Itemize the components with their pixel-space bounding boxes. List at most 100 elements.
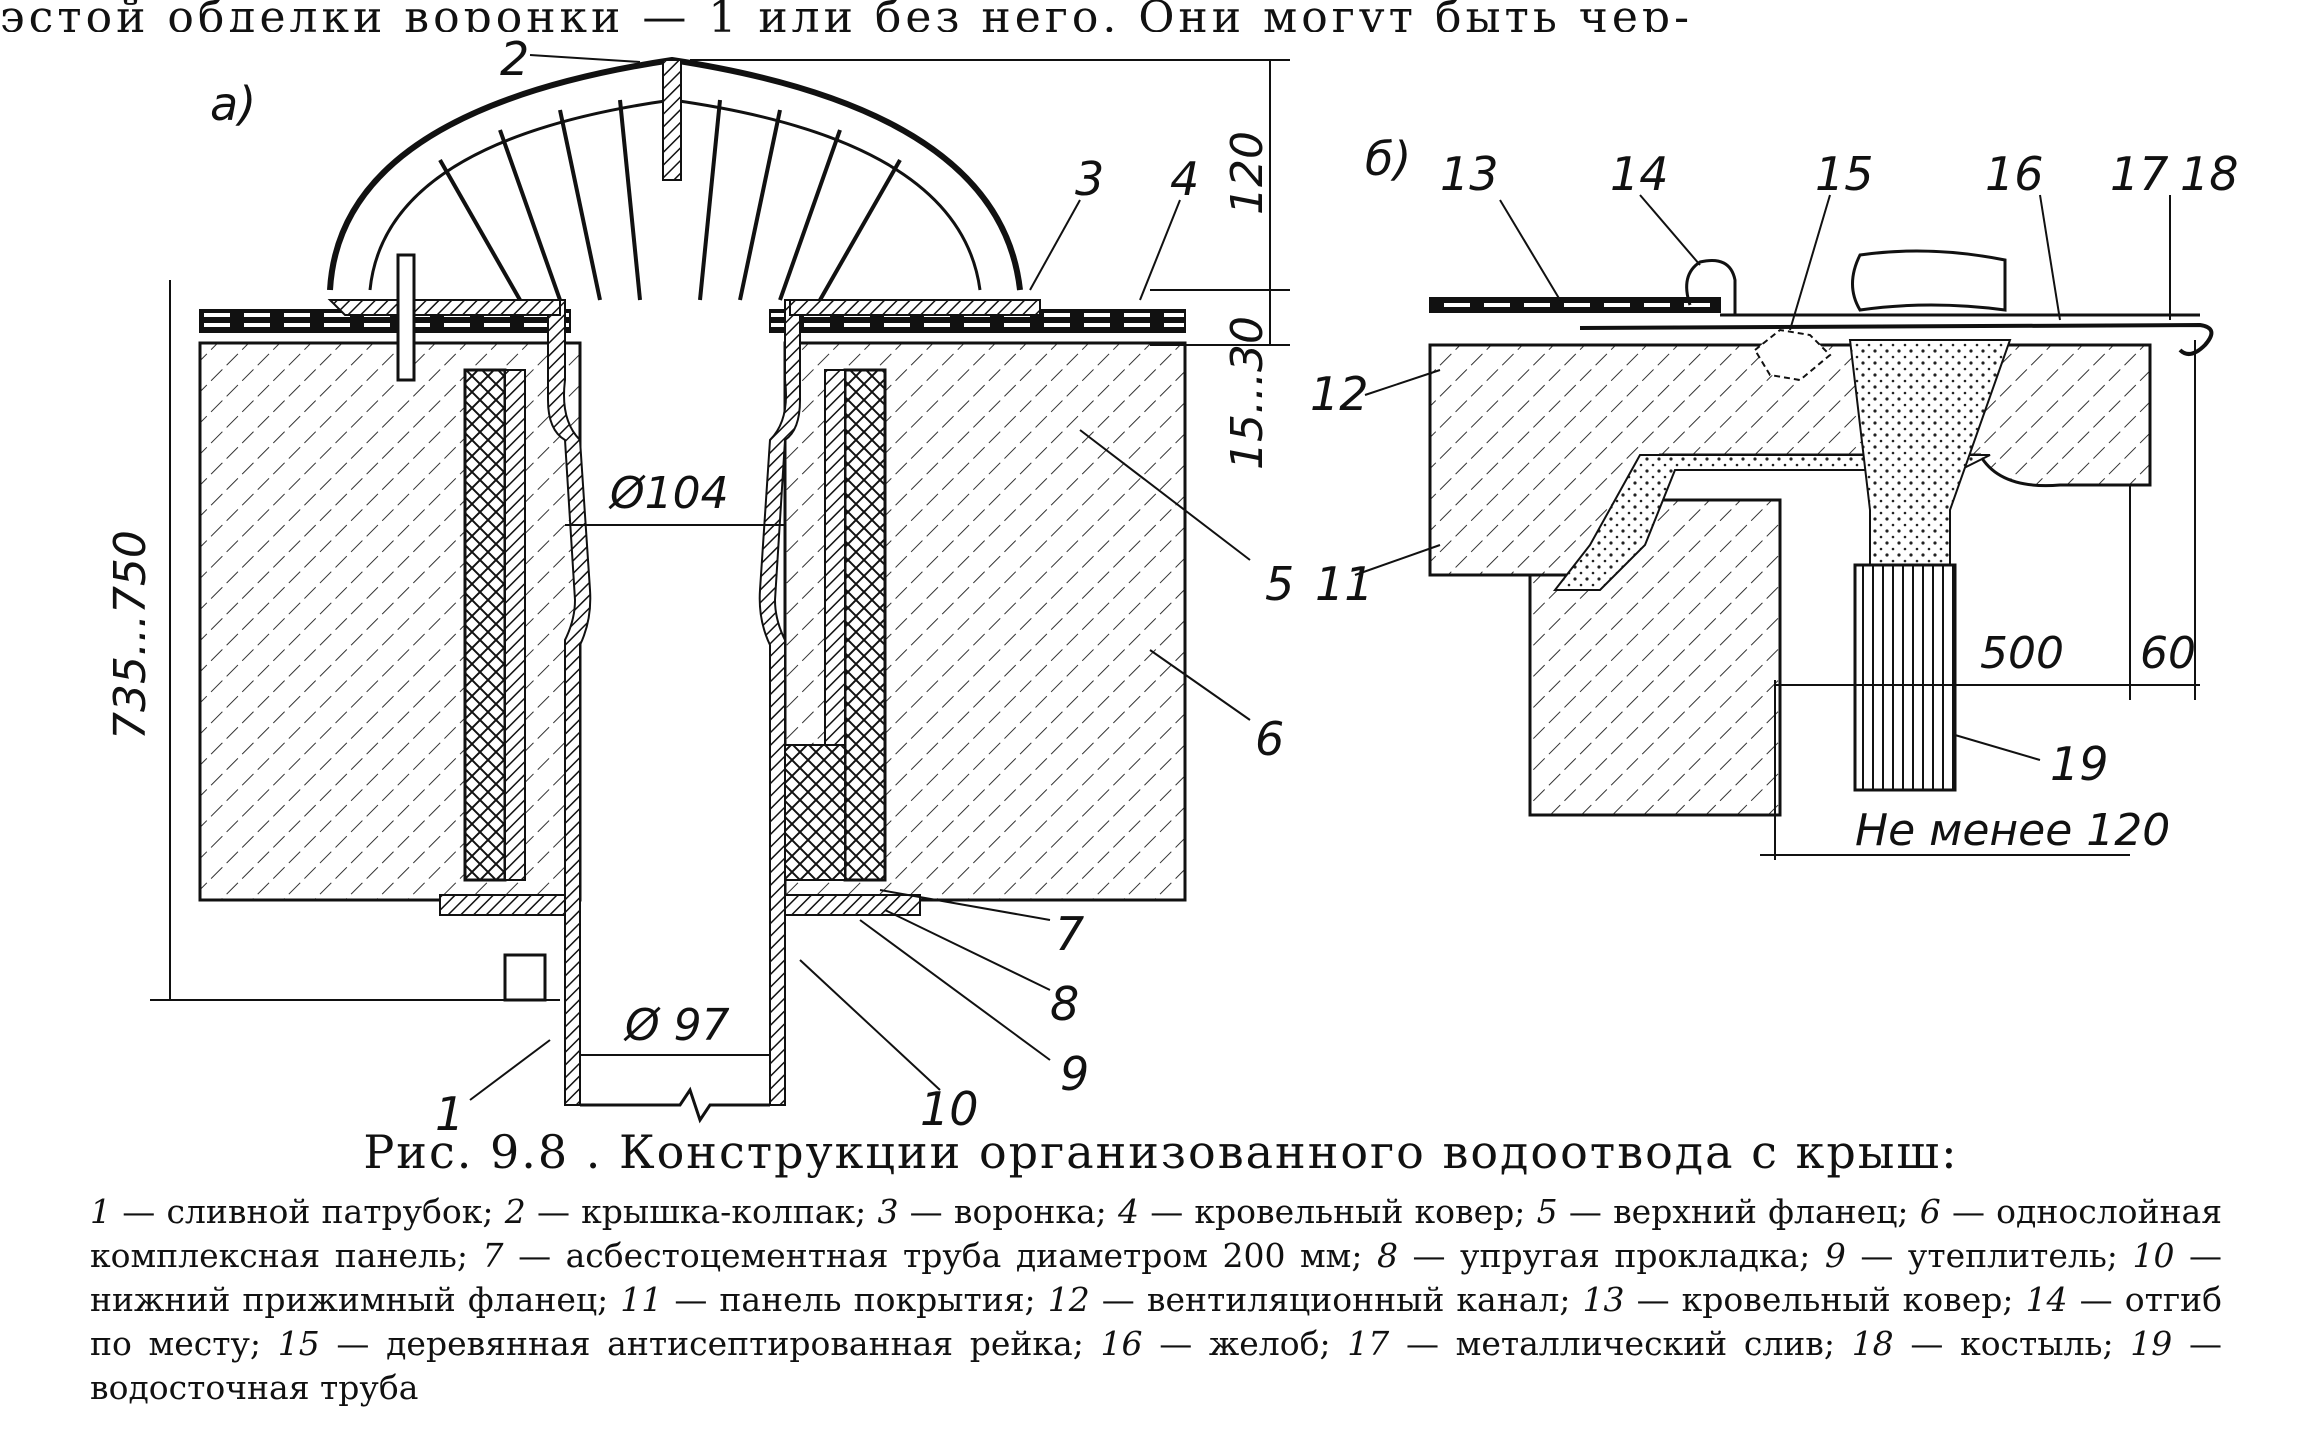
legend-item: 10 — нижний прижимный фланец; [90,1236,2222,1319]
legend-item-number: 7 [482,1236,504,1275]
callout-9: 9 [1060,1047,1089,1101]
legend-item-text: — сливной патрубок; [111,1192,505,1231]
legend-item-text: — вентиляционный канал; [1089,1280,1583,1319]
legend-item: 6 — однослойная комплексная панель; [90,1192,2222,1275]
callout-1: 1 [435,1087,464,1141]
callout-18: 18 [2180,147,2239,201]
dimension-lines-b [1760,340,2200,860]
legend-item-text: — утеплитель; [1845,1236,2133,1275]
pipe-break [580,1086,770,1124]
dim-120: 120 [1222,131,1273,215]
upper-flange-left [327,299,561,316]
callout-2: 2 [500,32,529,86]
callout-4: 4 [1170,152,1199,206]
legend-item: 14 — отгиб по месту; [90,1280,2222,1363]
bolt-lower [503,953,547,1002]
legend-item-number: 17 [1347,1324,1390,1363]
legend-item-number: 9 [1824,1236,1846,1275]
legend-item-number: 11 [620,1280,663,1319]
legend-item-text: — упругая прокладка; [1398,1236,1825,1275]
legend-item: 19 — водосточная труба [90,1324,2222,1407]
part-a-drawing [150,54,1290,1124]
roof-carpet-b [1429,297,1721,313]
legend-item-number: 1 [90,1192,111,1231]
part-a-label: а) [210,77,256,131]
legend-item-number: 15 [277,1324,320,1363]
legend-item-text: — асбестоцементная труба диаметром 200 м… [503,1236,1377,1275]
callout-15: 15 [1815,147,1874,201]
legend-item: 4 — кровельный ковер; [1118,1192,1537,1231]
callout-3: 3 [1075,152,1104,206]
legend-item-text: — нижний прижимный фланец; [90,1236,2222,1319]
legend-item: 3 — воронка; [877,1192,1118,1231]
insulation-right [843,368,887,882]
lower-flange-right [784,894,921,916]
leader-lines [469,54,1251,1101]
figure-caption-title: Рис. 9.8 . Конструкции организованного в… [363,1125,1959,1179]
legend-item-text: — кровельный ковер; [1624,1280,2026,1319]
dim-735-750: 735...750 [105,530,156,740]
legend-item-text: — крышка-колпак; [525,1192,878,1231]
legend-item-number: 4 [1117,1192,1139,1231]
legend-item-text: — желоб; [1142,1324,1348,1363]
legend-item: 7 — асбестоцементная труба диаметром 200… [483,1236,1377,1275]
callout-13: 13 [1440,147,1499,201]
callout-14: 14 [1610,147,1669,201]
legend-item-number: 10 [2132,1236,2175,1275]
leader-lines-b [1354,194,2171,761]
part-b-drawing [1354,194,2214,860]
dim-min-120: Не менее 120 [1855,805,2170,856]
legend-item: 15 — деревянная антисептированная рейка; [278,1324,1101,1363]
legend-item-number: 5 [1536,1192,1558,1231]
callout-19: 19 [2050,737,2109,791]
callout-6: 6 [1255,712,1284,766]
callout-7: 7 [1055,907,1084,961]
callout-11: 11 [1315,557,1374,611]
downpipe [1853,563,1957,792]
legend-item-number: 8 [1377,1236,1398,1275]
callout-10: 10 [920,1082,979,1136]
callout-17: 17 [2110,147,2169,201]
insulation-left [463,368,507,882]
legend-item: 17 — металлический слив; [1347,1324,1851,1363]
upper-flange-right [789,299,1041,316]
legend-item-text: — верхний фланец; [1557,1192,1920,1231]
legend-item-text: — однослойная комплексная панель; [90,1192,2223,1275]
legend-item-number: 3 [877,1192,899,1231]
callout-16: 16 [1985,147,2044,201]
funnel [547,299,592,1106]
callout-8: 8 [1050,977,1079,1031]
legend-item-number: 18 [1851,1324,1894,1363]
legend-item-text: — металлический слив; [1389,1324,1852,1363]
dim-500: 500 [1980,628,2064,679]
legend-item: 8 — упругая прокладка; [1377,1236,1825,1275]
legend-item-number: 6 [1919,1192,1941,1231]
legend-item-text: — отгиб по месту; [90,1280,2222,1363]
bolt-upper [396,253,416,382]
fold-14 [1685,259,1737,315]
legend-item: 2 — крышка-колпак; [505,1192,878,1231]
legend-item: 9 — утеплитель; [1825,1236,2133,1275]
legend-item-text: — воронка; [898,1192,1118,1231]
cap-stem [662,59,682,181]
metal-flashing [1579,322,2214,356]
legend-item-number: 16 [1100,1324,1143,1363]
legend-item: 5 — верхний фланец; [1537,1192,1920,1231]
dim-15-30: 15...30 [1222,316,1273,470]
elastic-gasket [784,744,846,881]
legend-item-text: — кровельный ковер; [1138,1192,1537,1231]
dim-d97: Ø 97 [623,1000,730,1051]
legend-item-number: 12 [1047,1280,1090,1319]
legend-item: 16 — желоб; [1101,1324,1348,1363]
callout-5: 5 [1265,557,1294,611]
dim-60: 60 [2140,628,2196,679]
top-text-fragment: эстой обделки воронки — 1 или без него. … [0,0,1693,32]
dimension-lines [150,59,1290,1056]
callout-12: 12 [1310,367,1369,421]
legend-item-number: 14 [2025,1280,2068,1319]
part-b-label: б) [1365,132,1411,186]
legend-item: 13 — кровельный ковер; [1583,1280,2026,1319]
funnel-right [758,299,801,1106]
lower-flange-left [439,894,566,916]
